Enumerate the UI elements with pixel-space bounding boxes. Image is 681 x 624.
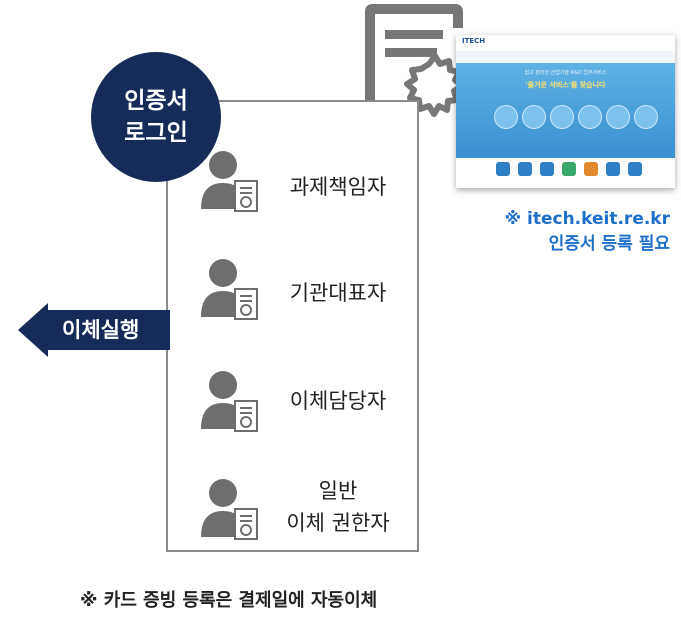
- person-certificate-icon: [201, 371, 258, 432]
- role-label: 기관대표자: [289, 281, 387, 305]
- role-item-general-transfer-authority: 일반 이체 권한자: [168, 475, 417, 575]
- service-circle-icon: [494, 105, 518, 129]
- role-item-project-manager: 과제책임자: [168, 147, 417, 247]
- role-label-line2: 이체 권한자: [286, 511, 390, 535]
- login-badge-line2: 로그인: [124, 120, 188, 146]
- transfer-execute-label: 이체실행: [62, 318, 140, 342]
- left-arrow-icon: [18, 303, 170, 357]
- service-circle-icon: [606, 105, 630, 129]
- role-label-line1: 일반: [318, 479, 358, 503]
- roles-box: 과제책임자 기관대표자 이체담당자: [166, 100, 419, 552]
- certificate-icon: [365, 4, 465, 117]
- login-badge-line1: 인증서: [124, 88, 188, 114]
- person-certificate-icon: [201, 259, 258, 320]
- url-note: ※ itech.keit.re.kr 인증서 등록 필요: [430, 207, 670, 257]
- quick-link-icon: [518, 162, 532, 176]
- site-tagline: 쉽고 편리한 산업기술 R&D 업무서비스: [524, 70, 607, 76]
- quick-link-icon: [540, 162, 554, 176]
- certificate-login-badge: 인증서 로그인: [91, 52, 221, 182]
- service-circle-icon: [522, 105, 546, 129]
- site-main-banner: 쉽고 편리한 산업기술 R&D 업무서비스 '즐거운 서비스'를 찾습니다: [456, 63, 675, 158]
- url-note-line1: ※ itech.keit.re.kr: [504, 209, 670, 229]
- quick-link-icon: [584, 162, 598, 176]
- quick-link-icon: [496, 162, 510, 176]
- itech-site-screenshot: ITECH 쉽고 편리한 산업기술 R&D 업무서비스 '즐거운 서비스'를 찾…: [456, 35, 675, 188]
- role-item-transfer-officer: 이체담당자: [168, 367, 417, 467]
- quick-link-icon: [606, 162, 620, 176]
- person-certificate-icon: [201, 479, 258, 540]
- role-label: 과제책임자: [289, 175, 387, 199]
- site-quick-links: [456, 158, 675, 188]
- service-circle-icon: [578, 105, 602, 129]
- service-circle-icon: [634, 105, 658, 129]
- quick-link-icon: [562, 162, 576, 176]
- site-headline: '즐거운 서비스'를 찾습니다: [525, 81, 606, 89]
- card-evidence-note: ※ 카드 증빙 등록은 결제일에 자동이체: [80, 590, 378, 611]
- service-circle-icon: [550, 105, 574, 129]
- quick-link-icon: [628, 162, 642, 176]
- site-logo: ITECH: [462, 37, 486, 45]
- person-certificate-icon: [201, 151, 258, 212]
- site-header: ITECH: [456, 35, 675, 51]
- role-label: 이체담당자: [289, 389, 387, 413]
- url-note-line2: 인증서 등록 필요: [548, 234, 670, 254]
- role-item-institution-head: 기관대표자: [168, 255, 417, 355]
